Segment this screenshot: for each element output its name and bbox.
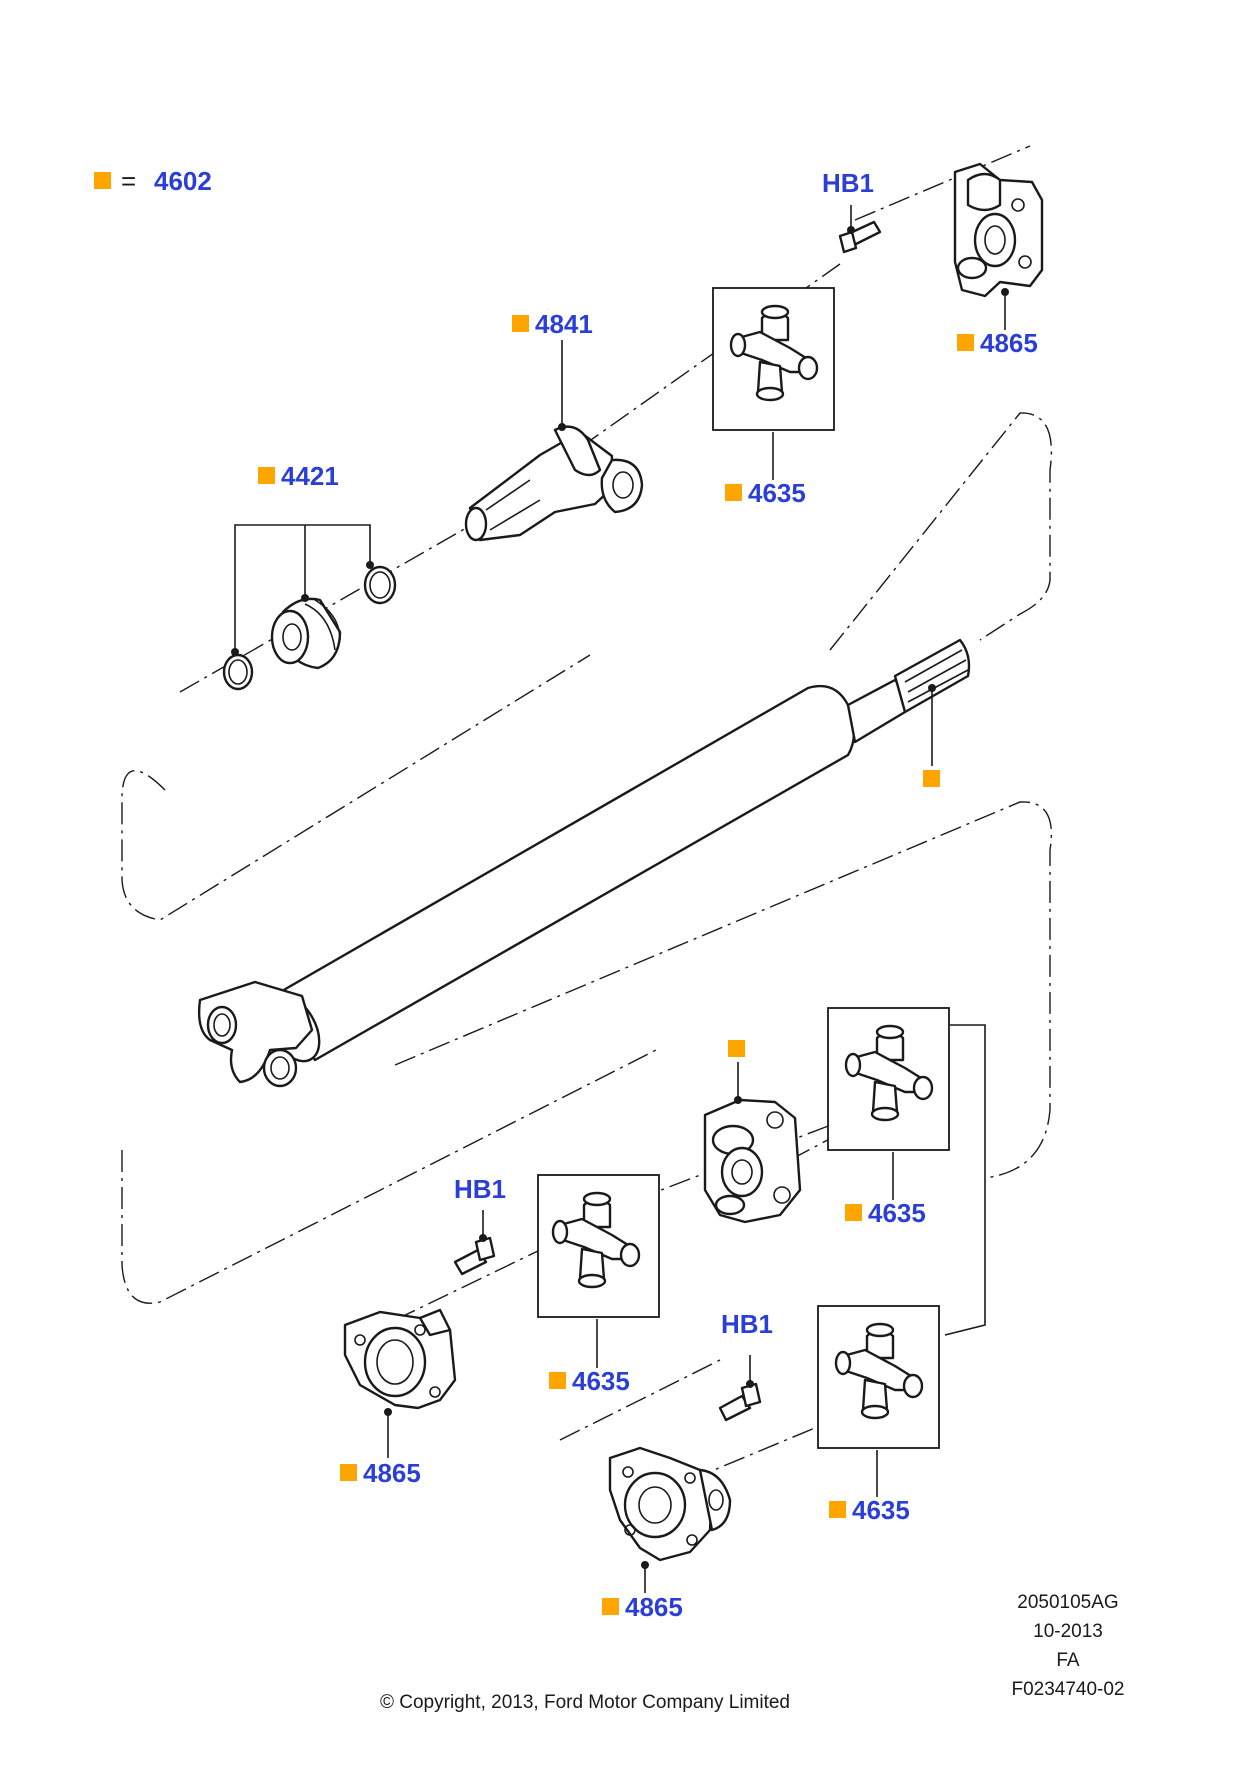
ujoint-top — [729, 304, 819, 402]
marker-ujoint-mid — [549, 1372, 566, 1389]
flange-yoke-left — [343, 1308, 457, 1410]
label-damper: 4421 — [281, 461, 339, 491]
marker-ujoint-low-right — [829, 1501, 846, 1518]
driveshaft-tube — [197, 638, 971, 1088]
center-yoke — [703, 1098, 802, 1224]
marker-slip-yoke — [512, 315, 529, 332]
legend: = 4602 — [94, 166, 212, 196]
marker-flange-low — [602, 1598, 619, 1615]
marker-ujoint-top — [725, 484, 742, 501]
bolt-mid — [453, 1236, 496, 1276]
marker-ujoint-mid-right — [845, 1204, 862, 1221]
marker-shaft — [923, 770, 940, 787]
figure-id: F0234740-02 — [1011, 1679, 1124, 1700]
label-ujoint-top: 4635 — [748, 478, 806, 508]
doc-code: 2050105AG — [1017, 1592, 1118, 1613]
legend-code: 4602 — [154, 166, 212, 196]
marker-yoke-top — [957, 334, 974, 351]
damper-assembly — [222, 565, 397, 691]
label-ujoint-mid-right: 4635 — [868, 1198, 926, 1228]
label-flange-low: 4865 — [625, 1592, 683, 1622]
label-hb1-mid: HB1 — [454, 1174, 506, 1204]
label-hb1-top: HB1 — [822, 168, 874, 198]
doc-date: 10-2013 — [1033, 1621, 1103, 1642]
label-slip-yoke: 4841 — [535, 309, 593, 339]
group-bracket — [944, 1024, 986, 1336]
flange-yoke-top — [953, 162, 1044, 298]
copyright: © Copyright, 2013, Ford Motor Company Li… — [380, 1692, 790, 1713]
marker-flange-left — [340, 1464, 357, 1481]
bolt-top — [838, 220, 882, 254]
ujoint-low-right — [834, 1322, 924, 1420]
footer-info: 2050105AG 10-2013 FA F0234740-02 © Copyr… — [380, 1592, 1125, 1713]
marker-damper — [258, 467, 275, 484]
assembly-centerlines — [121, 145, 1053, 1481]
bolt-low — [718, 1382, 762, 1422]
label-ujoint-low-right: 4635 — [852, 1495, 910, 1525]
slip-yoke — [464, 425, 644, 542]
label-hb1-low: HB1 — [721, 1309, 773, 1339]
flange-yoke-low — [608, 1446, 732, 1562]
legend-equals: = — [121, 166, 136, 196]
legend-marker — [94, 172, 111, 189]
doc-region: FA — [1056, 1650, 1080, 1671]
label-ujoint-mid: 4635 — [572, 1366, 630, 1396]
ujoint-mid-right — [844, 1024, 934, 1122]
label-yoke-top: 4865 — [980, 328, 1038, 358]
marker-center-yoke — [728, 1040, 745, 1057]
ujoint-mid — [551, 1191, 641, 1289]
label-flange-left: 4865 — [363, 1458, 421, 1488]
